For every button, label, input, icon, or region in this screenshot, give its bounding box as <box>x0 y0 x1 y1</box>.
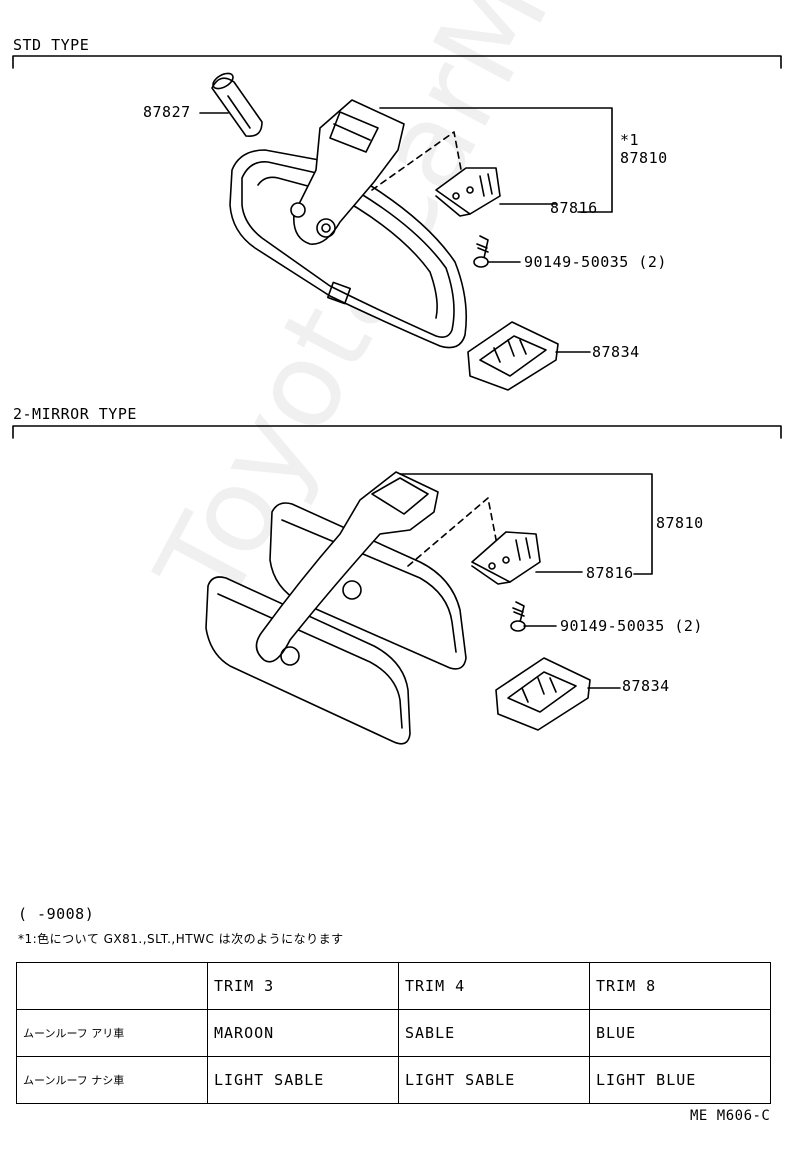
table-header-cell <box>16 962 208 1010</box>
label-std-87827: 87827 <box>143 103 191 121</box>
std-section-bracket <box>12 55 782 69</box>
table-row-label: ムーンルーフ ナシ車 <box>16 1056 208 1104</box>
std-screw-drawing <box>473 235 489 268</box>
figure-code: ME M606-C <box>690 1108 771 1124</box>
two-mirror-bracket-87816-drawing <box>471 531 541 585</box>
table-row-label: ムーンルーフ アリ車 <box>16 1009 208 1057</box>
label-std-star1: *1 <box>620 131 640 149</box>
cover-87827-drawing <box>211 72 263 138</box>
std-type-title: STD TYPE <box>13 36 90 54</box>
table-header-cell: TRIM 3 <box>207 962 399 1010</box>
leader-std-87810 <box>379 107 613 213</box>
two-mirror-dashed-guide <box>407 497 501 567</box>
table-header-cell: TRIM 8 <box>589 962 771 1010</box>
table-cell: LIGHT SABLE <box>398 1056 590 1104</box>
table-cell: BLUE <box>589 1009 771 1057</box>
table-cell: SABLE <box>398 1009 590 1057</box>
label-two-mirror-87810: 87810 <box>656 514 704 532</box>
std-mirror-drawing <box>229 99 468 349</box>
two-mirror-type-title: 2-MIRROR TYPE <box>13 405 137 423</box>
label-two-mirror-87816: 87816 <box>586 564 634 582</box>
std-bracket-87816-drawing <box>435 167 501 217</box>
table-cell: LIGHT SABLE <box>207 1056 399 1104</box>
table-header-row: TRIM 3 TRIM 4 TRIM 8 <box>16 962 771 1010</box>
label-std-87816: 87816 <box>550 199 598 217</box>
color-footnote: *1:色について GX81.,SLT.,HTWC は次のようになります <box>18 932 344 946</box>
label-std-87810: 87810 <box>620 149 668 167</box>
leader-two-mirror-87810 <box>399 473 653 575</box>
two-mirror-screw-drawing <box>510 601 526 632</box>
table-row: ムーンルーフ アリ車 MAROON SABLE BLUE <box>16 1009 771 1057</box>
label-two-mirror-87834: 87834 <box>622 677 670 695</box>
date-range-note: ( -9008) <box>18 905 95 923</box>
label-std-screw: 90149-50035 (2) <box>524 253 667 271</box>
two-mirror-section-bracket <box>12 425 782 439</box>
two-mirror-drawing <box>205 471 467 745</box>
label-two-mirror-screw: 90149-50035 (2) <box>560 617 703 635</box>
table-cell: MAROON <box>207 1009 399 1057</box>
table-header-cell: TRIM 4 <box>398 962 590 1010</box>
label-std-87834: 87834 <box>592 343 640 361</box>
table-row: ムーンルーフ ナシ車 LIGHT SABLE LIGHT SABLE LIGHT… <box>16 1056 771 1104</box>
table-cell: LIGHT BLUE <box>589 1056 771 1104</box>
std-cover-87834-drawing <box>467 321 559 391</box>
two-mirror-cover-87834-drawing <box>495 657 591 731</box>
trim-color-table: TRIM 3 TRIM 4 TRIM 8 ムーンルーフ アリ車 MAROON S… <box>16 962 771 1104</box>
